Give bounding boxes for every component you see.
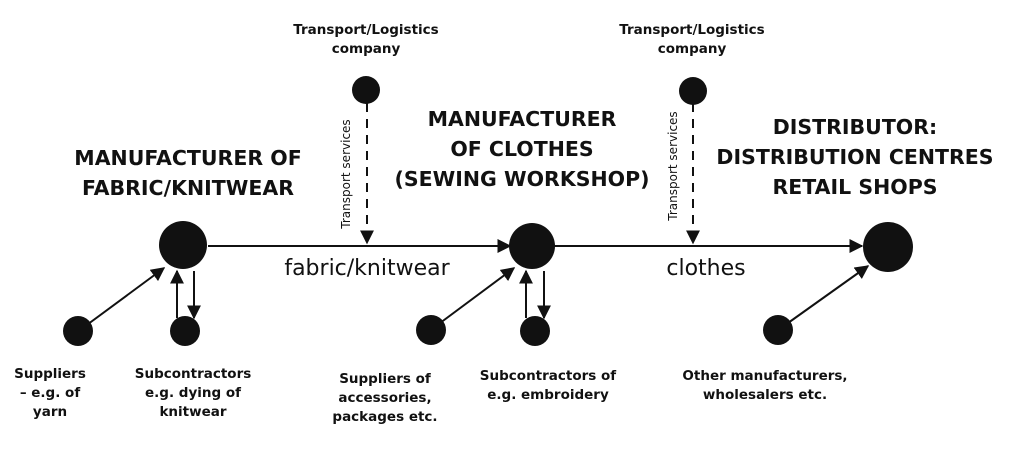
node-suppliers-yarn xyxy=(63,316,93,346)
node-fabric-manufacturer xyxy=(159,221,207,269)
label-subcontractors-embroidery: Subcontractors of e.g. embroidery xyxy=(479,368,617,403)
stage-title-fabric: MANUFACTURER OF FABRIC/KNITWEAR xyxy=(74,146,302,200)
transport-company-label-2: Transport/Logistics company xyxy=(619,22,765,57)
label-suppliers-accessories: Suppliers of accessories, packages etc. xyxy=(332,371,438,425)
arrow-suppliers-accessories xyxy=(431,267,516,330)
arrow-other-manufacturers xyxy=(780,265,870,329)
label-suppliers-yarn: Suppliers – e.g. of yarn xyxy=(14,366,86,420)
stage-title-clothes: MANUFACTURER OF CLOTHES (SEWING WORKSHOP… xyxy=(394,107,650,191)
transport-services-label-2: Transport services xyxy=(666,111,680,221)
stage-title-distributor: DISTRIBUTOR: DISTRIBUTION CENTRES RETAIL… xyxy=(716,115,994,199)
node-subcontractors-embroidery xyxy=(520,316,550,346)
label-subcontractors-dying: Subcontractors e.g. dying of knitwear xyxy=(134,366,252,420)
node-transport-2 xyxy=(679,77,707,105)
flow-label-clothes: clothes xyxy=(666,256,746,281)
label-other-manufacturers: Other manufacturers, wholesalers etc. xyxy=(682,368,848,403)
node-distributor xyxy=(863,222,913,272)
transport-services-label-1: Transport services xyxy=(339,119,353,229)
arrow-suppliers-yarn xyxy=(79,267,166,331)
node-other-manufacturers xyxy=(763,315,793,345)
node-clothes-manufacturer xyxy=(509,223,555,269)
transport-company-label-1: Transport/Logistics company xyxy=(293,22,439,57)
flow-label-fabric: fabric/knitwear xyxy=(284,256,450,281)
node-subcontractors-dying xyxy=(170,316,200,346)
node-suppliers-accessories xyxy=(416,315,446,345)
node-transport-1 xyxy=(352,76,380,104)
